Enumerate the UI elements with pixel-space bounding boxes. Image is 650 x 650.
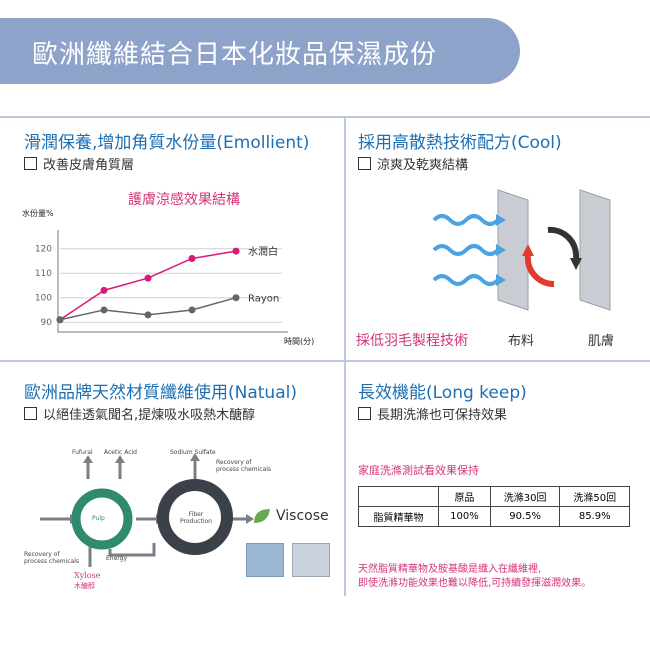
data-point [232, 247, 240, 255]
wash-test-table: 原品 洗滌30回 洗滌50回 脂質精華物 100% 90.5% 85.9% [358, 486, 630, 527]
label-fiber: Fiber Production [180, 511, 212, 525]
natual-title: 歐洲品牌天然材質纖維使用(Natual) [24, 383, 297, 403]
y-tick-label: 120 [35, 245, 52, 255]
note-line-2: 即使洗滌功能效果也難以降低,可持續發揮滋潤效果。 [358, 578, 592, 589]
table-cell: 100% [438, 506, 491, 527]
data-point [56, 316, 64, 324]
cool-caption: 採低羽毛製程技術 [356, 333, 468, 349]
cycle-arrow-head-icon [570, 258, 582, 270]
banner-title: 歐洲纖維結合日本化妝品保濕成份 [32, 40, 438, 70]
chart-lines: 水潤白 Rayon [56, 245, 279, 324]
table-cell: 90.5% [489, 506, 561, 527]
brand-name: Viscose [276, 508, 329, 524]
cycle-arrow-red-icon [524, 255, 555, 288]
fiber-sample-image [246, 543, 284, 577]
label-fufural: Fufural [72, 449, 93, 456]
table-header-row: 原品 洗滌30回 洗滌50回 [358, 486, 630, 507]
label-xylose: Xylose [74, 571, 101, 580]
header-banner [0, 18, 520, 84]
label-energy: Energy [106, 555, 128, 562]
cool-subtitle-row: 涼爽及乾爽結構 [358, 154, 468, 173]
table-header-cell: 洗滌30回 [489, 486, 561, 507]
divider-top [0, 116, 650, 118]
data-point [188, 255, 196, 262]
cool-subtitle: 涼爽及乾爽結構 [377, 158, 469, 173]
data-point [100, 306, 108, 314]
cycle-arrow-icon [547, 226, 580, 259]
checkbox-icon [24, 407, 37, 420]
label-fabric: 布料 [508, 334, 535, 349]
cool-diagram [432, 189, 611, 311]
y-tick-label: 110 [35, 269, 52, 279]
table-header-cell: 洗滌50回 [559, 486, 630, 507]
natual-subtitle: 以絕佳透氣聞名,提煉吸水吸熱木醣醇 [43, 408, 256, 423]
table-row: 脂質精華物 100% 90.5% 85.9% [358, 506, 630, 527]
skin-panel [579, 189, 611, 311]
series-label: 水潤白 [248, 245, 278, 258]
divider-middle [0, 360, 650, 362]
label-recovery-top: Recovery of process chemicals [216, 459, 272, 473]
label-acetic: Acetic Acid [104, 449, 137, 456]
checkbox-icon [358, 407, 371, 420]
chart-xlabel: 時間(分) [284, 337, 314, 346]
label-sodium: Sodium Sulfate [170, 449, 216, 456]
data-point [144, 274, 152, 282]
checkbox-icon [24, 157, 37, 170]
pulp-cycle-icon [71, 488, 133, 550]
label-skin: 肌膚 [588, 334, 615, 349]
wave-arrows-icon [432, 214, 500, 286]
data-point [100, 286, 108, 294]
data-point [188, 306, 196, 314]
emollient-subtitle-row: 改善皮膚角質層 [24, 154, 134, 173]
table-header-cell [358, 486, 439, 507]
process-arrows [40, 453, 254, 567]
table-header-cell: 原品 [438, 486, 491, 507]
checkbox-icon [358, 157, 371, 170]
series-line [59, 250, 237, 321]
viscose-process-diagram: Fufural Acetic Acid Sodium Sulfate Recov… [20, 445, 340, 590]
note-line-1: 天然脂質精華物及胺基酸是織入在纖維裡, [358, 564, 542, 575]
chart-grid: 90 100 110 120 [35, 230, 288, 333]
viscose-logo: Viscose [252, 507, 329, 525]
longkeep-subtitle: 長期洗滌也可保持效果 [377, 408, 508, 423]
table-row-label: 脂質精華物 [358, 506, 439, 527]
cycle-arrow-red-head-icon [522, 244, 534, 256]
chart-axes [57, 230, 288, 333]
y-tick-label: 90 [41, 318, 53, 328]
data-point [144, 311, 152, 319]
chart-title: 護膚涼感效果結構 [128, 192, 240, 208]
emollient-title: 滑潤保養,增加角質水份量(Emollient) [24, 133, 310, 153]
label-xylose-cn: 木醣醇 [74, 582, 95, 590]
table-cell: 85.9% [559, 506, 630, 527]
data-point [232, 294, 240, 302]
label-recovery-bottom: Recovery of process chemicals [24, 551, 80, 565]
longkeep-title: 長效機能(Long keep) [358, 383, 527, 403]
divider-vertical [344, 116, 346, 596]
chart-ylabel: 水份量% [22, 208, 54, 218]
series-label: Rayon [248, 294, 279, 305]
label-pulp: Pulp [92, 515, 105, 522]
longkeep-subtitle-row: 長期洗滌也可保持效果 [358, 404, 507, 423]
emollient-chart: 水份量% 90 100 110 120 水潤白 Rayon 時間(分) [22, 208, 314, 346]
cool-title: 採用高散熱技術配方(Cool) [358, 133, 562, 153]
table-title: 家庭洗滌測試看效果保持 [358, 464, 479, 477]
natual-subtitle-row: 以絕佳透氣聞名,提煉吸水吸熱木醣醇 [24, 404, 255, 423]
arrow-heads-icon [496, 214, 506, 286]
y-tick-label: 100 [35, 294, 52, 304]
leaf-icon [254, 509, 270, 523]
fiber-closeup-image [292, 543, 330, 577]
emollient-subtitle: 改善皮膚角質層 [43, 158, 135, 173]
